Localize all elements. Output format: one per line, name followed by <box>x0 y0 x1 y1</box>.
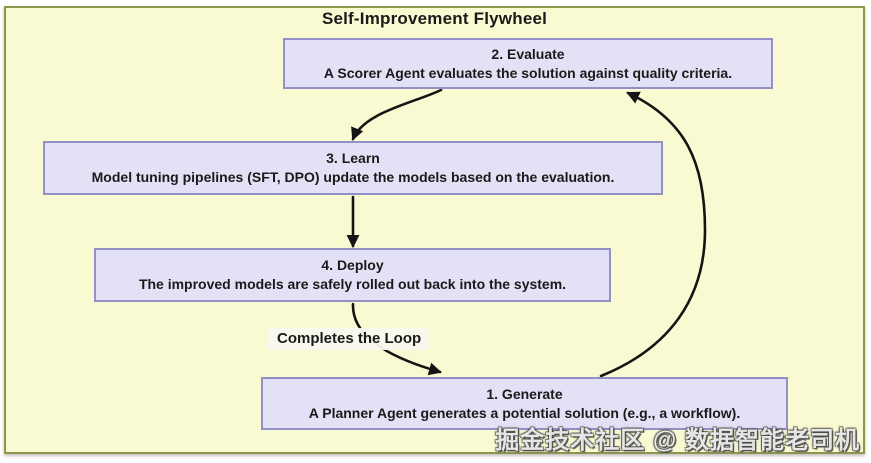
node-deploy: 4. Deploy The improved models are safely… <box>94 248 611 302</box>
edge-label-completes-the-loop: Completes the Loop <box>268 328 431 350</box>
node-learn: 3. Learn Model tuning pipelines (SFT, DP… <box>43 141 663 195</box>
node-deploy-title: 4. Deploy <box>321 257 384 273</box>
node-generate-title: 1. Generate <box>486 385 563 402</box>
diagram-title: Self-Improvement Flywheel <box>321 9 548 28</box>
node-learn-description: Model tuning pipelines (SFT, DPO) update… <box>91 169 615 185</box>
node-evaluate-title: 2. Evaluate <box>491 45 565 62</box>
node-evaluate-description: A Scorer Agent evaluates the solution ag… <box>323 64 733 81</box>
node-generate-description: A Planner Agent generates a potential so… <box>308 404 741 421</box>
node-generate: 1. Generate A Planner Agent generates a … <box>261 377 788 430</box>
watermark-text: 掘金技术社区 @ 数据智能老司机 <box>495 427 860 454</box>
node-evaluate: 2. Evaluate A Scorer Agent evaluates the… <box>283 38 773 89</box>
node-deploy-description: The improved models are safely rolled ou… <box>138 276 567 292</box>
node-learn-title: 3. Learn <box>326 150 380 166</box>
